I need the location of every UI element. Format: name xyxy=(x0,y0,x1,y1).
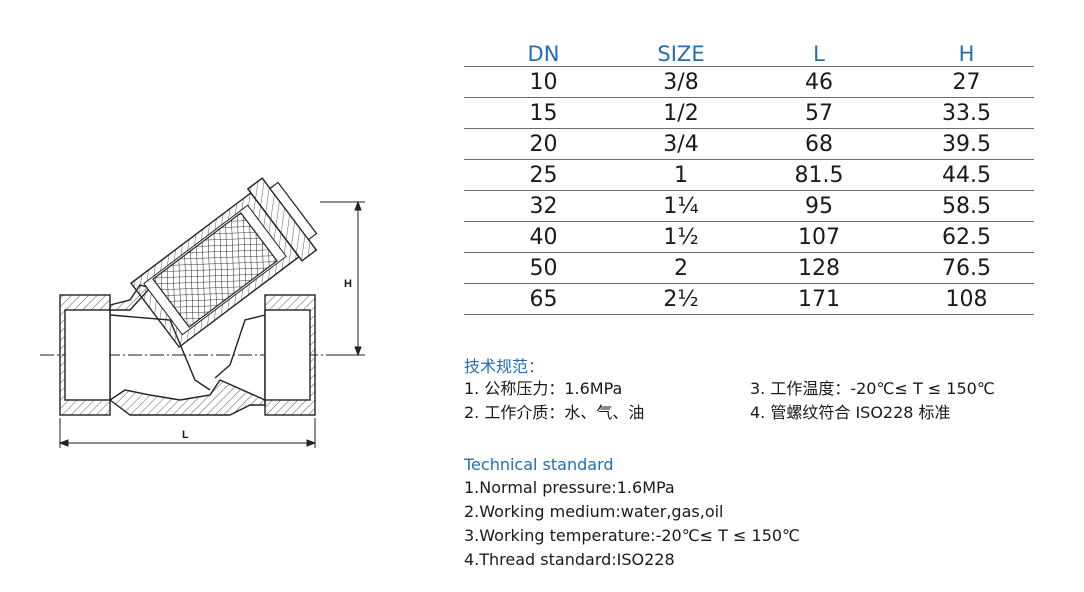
cell-h: 108 xyxy=(899,283,1034,315)
cell-l: 46 xyxy=(739,66,899,98)
table-row: 40 1½ 107 62.5 xyxy=(464,221,1034,253)
length-dimension xyxy=(58,418,317,448)
table-row: 50 2 128 76.5 xyxy=(464,252,1034,284)
note-en-item: 4.Thread standard:ISO228 xyxy=(464,550,675,569)
length-label: L xyxy=(182,429,189,441)
cell-dn: 65 xyxy=(464,283,623,315)
note-en-item: 2.Working medium:water,gas,oil xyxy=(464,502,724,521)
cell-h: 76.5 xyxy=(899,252,1034,284)
cell-dn: 15 xyxy=(464,97,623,129)
header-l: L xyxy=(739,36,899,67)
filter-mesh xyxy=(152,212,278,328)
screen-chamber xyxy=(130,177,318,349)
cell-dn: 50 xyxy=(464,252,623,284)
valve-body xyxy=(59,284,316,416)
note-cn-item: 3. 工作温度：-20℃≤ T ≤ 150℃ xyxy=(750,379,995,398)
header-h: H xyxy=(899,36,1034,67)
cell-l: 57 xyxy=(739,97,899,129)
cell-size: 3/4 xyxy=(623,128,739,160)
cell-h: 39.5 xyxy=(899,128,1034,160)
cell-size: 3/8 xyxy=(623,66,739,98)
cell-size: 1/2 xyxy=(623,97,739,129)
cell-dn: 20 xyxy=(464,128,623,160)
height-dimension xyxy=(320,200,365,357)
cell-size: 1½ xyxy=(623,221,739,253)
cell-l: 128 xyxy=(739,252,899,284)
table-row: 15 1/2 57 33.5 xyxy=(464,97,1034,129)
cell-l: 95 xyxy=(739,190,899,222)
cell-h: 62.5 xyxy=(899,221,1034,253)
cell-l: 107 xyxy=(739,221,899,253)
technical-notes-en: Technical standard 1.Normal pressure:1.6… xyxy=(464,454,1064,572)
note-en-item: 3.Working temperature:-20℃≤ T ≤ 150℃ xyxy=(464,526,801,545)
cell-size: 2 xyxy=(623,252,739,284)
table-row: 65 2½ 171 108 xyxy=(464,283,1034,315)
header-size: SIZE xyxy=(623,36,739,67)
height-label: H xyxy=(344,278,352,290)
cell-dn: 32 xyxy=(464,190,623,222)
table-row: 20 3/4 68 39.5 xyxy=(464,128,1034,160)
cell-l: 171 xyxy=(739,283,899,315)
note-cn-item: 4. 管螺纹符合 ISO228 标准 xyxy=(750,403,951,422)
note-en-item: 1.Normal pressure:1.6MPa xyxy=(464,478,675,497)
cell-dn: 40 xyxy=(464,221,623,253)
table-header-row: DN SIZE L H xyxy=(464,36,1034,67)
cell-dn: 10 xyxy=(464,66,623,98)
cell-size: 2½ xyxy=(623,283,739,315)
technical-notes-cn: 技术规范： 1. 公称压力：1.6MPa 3. 工作温度：-20℃≤ T ≤ 1… xyxy=(464,356,1064,424)
cell-l: 68 xyxy=(739,128,899,160)
cell-h: 33.5 xyxy=(899,97,1034,129)
cell-size: 1 xyxy=(623,159,739,191)
cell-h: 44.5 xyxy=(899,159,1034,191)
y-strainer-drawing: H L xyxy=(30,150,390,460)
cell-size: 1¼ xyxy=(623,190,739,222)
table-row: 32 1¼ 95 58.5 xyxy=(464,190,1034,222)
table-row: 25 1 81.5 44.5 xyxy=(464,159,1034,191)
cell-h: 27 xyxy=(899,66,1034,98)
note-cn-item: 1. 公称压力：1.6MPa xyxy=(464,379,623,398)
notes-title-cn: 技术规范： xyxy=(464,357,545,376)
header-dn: DN xyxy=(464,36,623,67)
notes-title-en: Technical standard xyxy=(464,455,614,474)
cell-l: 81.5 xyxy=(739,159,899,191)
cell-h: 58.5 xyxy=(899,190,1034,222)
spec-table: DN SIZE L H 10 3/8 46 27 15 1/2 57 33.5 … xyxy=(464,36,1034,315)
note-cn-item: 2. 工作介质：水、气、油 xyxy=(464,403,645,422)
table-row: 10 3/8 46 27 xyxy=(464,66,1034,98)
cell-dn: 25 xyxy=(464,159,623,191)
